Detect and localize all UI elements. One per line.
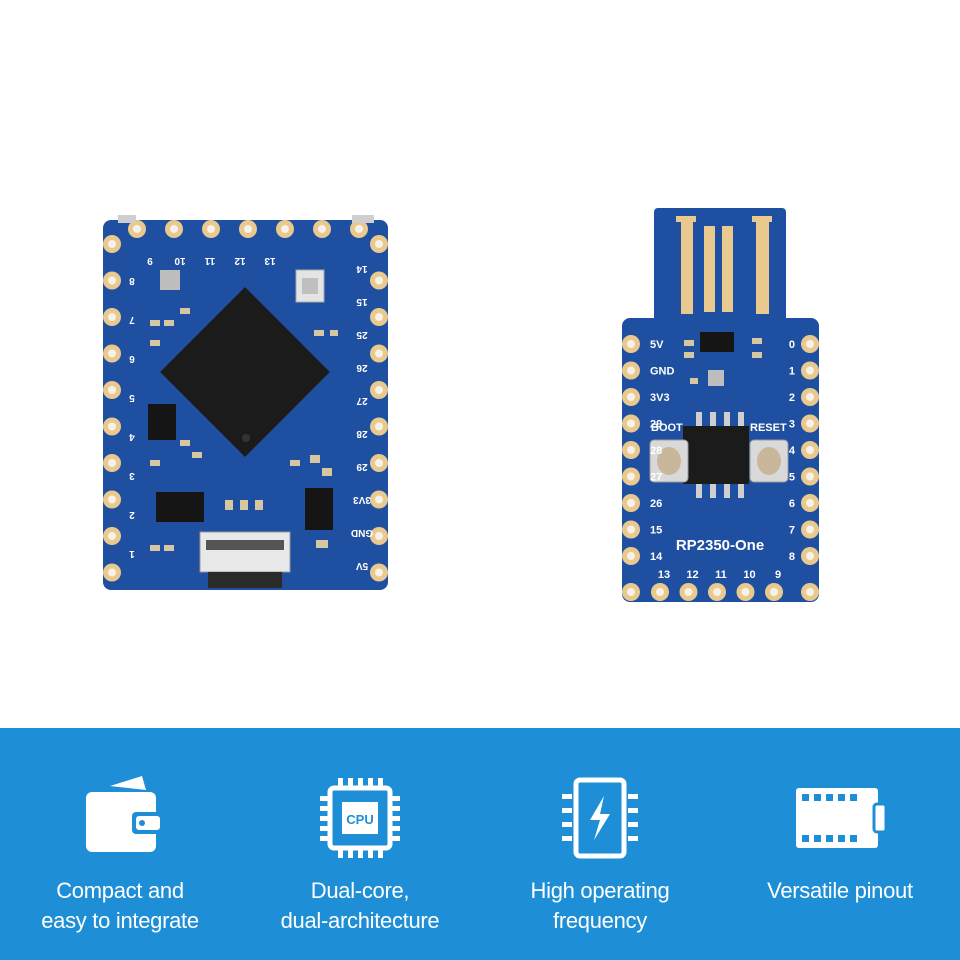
right-board-chip bbox=[683, 426, 749, 484]
right-board-pads bbox=[622, 335, 819, 601]
right-board: BOOT RESET RP2350-One 5VGND3V32928272615… bbox=[622, 208, 819, 602]
pin-label-right: 5V bbox=[356, 560, 369, 571]
pin-label-left: 7 bbox=[129, 314, 135, 325]
feature-pinout-line-1: Versatile pinout bbox=[767, 878, 913, 903]
feature-frequency: High operating frequency bbox=[480, 728, 720, 960]
right-board-usb-contacts bbox=[676, 216, 772, 314]
pin-label-bottom: 10 bbox=[743, 569, 755, 581]
left-board-flash-chip bbox=[156, 492, 204, 522]
pin-label-left: GND bbox=[650, 366, 675, 378]
pin-label-left: 15 bbox=[650, 525, 662, 537]
pin-label-left: 5 bbox=[129, 392, 135, 403]
pin-label-right: 4 bbox=[789, 445, 796, 457]
right-board-regulator bbox=[700, 332, 734, 352]
pin-label-right: GND bbox=[351, 527, 373, 538]
feature-frequency-line-2: frequency bbox=[553, 908, 647, 933]
pin-label-right: 5 bbox=[789, 472, 795, 484]
pin-label-right: 15 bbox=[356, 296, 368, 307]
left-board-capacitors bbox=[150, 308, 338, 551]
feature-compact-line-2: easy to integrate bbox=[41, 908, 199, 933]
model-label: RP2350-One bbox=[676, 537, 764, 554]
pin-label-right: 27 bbox=[356, 395, 368, 406]
pin-label-right: 0 bbox=[789, 339, 795, 351]
left-board-pads bbox=[103, 220, 388, 582]
wallet-icon bbox=[70, 768, 170, 868]
cpu-icon: CPU bbox=[310, 768, 410, 868]
pinout-icon bbox=[790, 768, 890, 868]
pin-label-bottom: 11 bbox=[715, 569, 727, 581]
feature-frequency-line-1: High operating bbox=[530, 878, 670, 903]
pin-label-left: 4 bbox=[129, 431, 135, 442]
pin-label-right: 2 bbox=[789, 392, 795, 404]
pin-label-left: 14 bbox=[650, 551, 663, 563]
pin-label-left: 27 bbox=[650, 472, 662, 484]
pin-label-top: 12 bbox=[234, 255, 246, 266]
left-board-led bbox=[160, 270, 180, 290]
pin-label-right: 28 bbox=[356, 428, 368, 439]
right-board-reset-button bbox=[749, 439, 789, 483]
pin-label-left: 6 bbox=[129, 353, 135, 364]
feature-dual-core-line-1: Dual-core, bbox=[310, 878, 410, 903]
pin-label-left: 3V3 bbox=[650, 392, 670, 404]
pin-label-top: 10 bbox=[174, 255, 186, 266]
cpu-icon-text: CPU bbox=[346, 812, 373, 827]
pin-label-right: 6 bbox=[789, 498, 795, 510]
pin-label-left: 1 bbox=[129, 548, 135, 559]
pin-label-bottom: 12 bbox=[686, 569, 698, 581]
pin-label-right: 8 bbox=[789, 551, 795, 563]
feature-compact-line-1: Compact and bbox=[56, 878, 184, 903]
pin-label-top: 13 bbox=[264, 255, 276, 266]
pin-label-bottom: 9 bbox=[775, 569, 781, 581]
pin-label-left: 3 bbox=[129, 470, 135, 481]
pin-label-right: 14 bbox=[356, 263, 368, 274]
pin-label-left: 5V bbox=[650, 339, 664, 351]
left-board-fpc-connector bbox=[199, 531, 291, 573]
right-board-boot-button bbox=[649, 439, 689, 483]
reset-label: RESET bbox=[750, 422, 787, 434]
pin-label-right: 26 bbox=[356, 362, 368, 373]
boot-label: BOOT bbox=[651, 422, 683, 434]
feature-pinout: Versatile pinout bbox=[720, 728, 960, 960]
pin-label-left: 28 bbox=[650, 445, 662, 457]
pin-label-right: 29 bbox=[356, 461, 368, 472]
pin-label-left: 8 bbox=[129, 275, 135, 286]
pin-label-right: 1 bbox=[789, 366, 795, 378]
pin-label-left: 29 bbox=[650, 419, 662, 431]
pin-label-right: 25 bbox=[356, 329, 368, 340]
pin-label-right: 3 bbox=[789, 419, 795, 431]
pin-label-top: 11 bbox=[204, 255, 215, 266]
feature-band: Compact and easy to integrate CPU Dual-c… bbox=[0, 728, 960, 960]
pin-label-top: 9 bbox=[147, 255, 153, 266]
pin-label-bottom: 13 bbox=[658, 569, 670, 581]
feature-compact: Compact and easy to integrate bbox=[0, 728, 240, 960]
feature-dual-core: CPU Dual-core, dual-architecture bbox=[240, 728, 480, 960]
feature-dual-core-line-2: dual-architecture bbox=[280, 908, 440, 933]
pin-label-right: 7 bbox=[789, 525, 795, 537]
pin-label-left: 26 bbox=[650, 498, 662, 510]
lightning-chip-icon bbox=[550, 768, 650, 868]
left-board-transistor bbox=[305, 488, 333, 530]
left-board-regulator bbox=[148, 404, 176, 440]
right-board-led bbox=[708, 370, 724, 386]
pin-label-left: 2 bbox=[129, 509, 135, 520]
pin-label-right: 3V3 bbox=[353, 494, 371, 505]
